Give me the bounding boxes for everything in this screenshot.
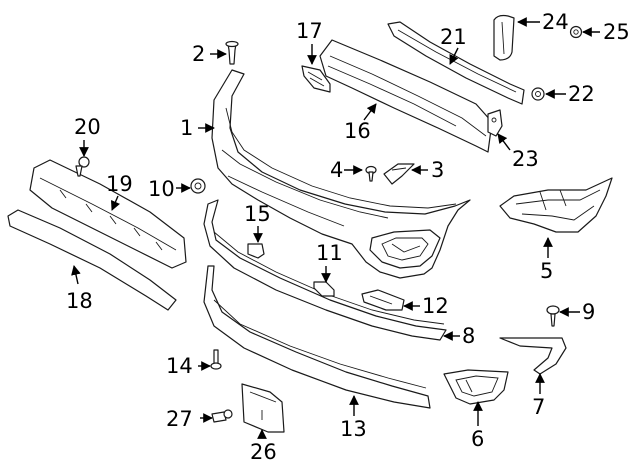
callout-4: 4 — [330, 158, 343, 182]
callout-7: 7 — [532, 395, 545, 419]
trim-molding-part — [499, 337, 567, 375]
bumper-cover-part — [211, 69, 471, 279]
mounting-screw-part — [75, 156, 90, 177]
retainer-pin-part — [210, 349, 222, 370]
nut-part — [190, 178, 206, 194]
callout-10: 10 — [148, 177, 175, 201]
callout-24: 24 — [542, 10, 569, 34]
license-plate-bracket-part — [241, 383, 285, 433]
lower-absorber-strip-part — [7, 209, 177, 311]
callout-22: 22 — [568, 82, 595, 106]
callout-20: 20 — [74, 115, 101, 139]
side-bracket-part — [499, 177, 613, 233]
callout-12: 12 — [422, 294, 449, 318]
energy-absorber-part — [29, 159, 187, 269]
callout-15: 15 — [244, 202, 271, 226]
screw-part — [365, 165, 377, 182]
callout-21: 21 — [440, 25, 467, 49]
callout-11: 11 — [316, 241, 343, 265]
clip-nut-part — [531, 87, 545, 101]
push-pin-fastener-part — [225, 40, 239, 65]
callout-17: 17 — [296, 19, 323, 43]
callout-26: 26 — [250, 440, 277, 464]
grille-part — [319, 39, 493, 153]
side-marker-lamp-part — [493, 14, 515, 61]
callout-16: 16 — [344, 119, 371, 143]
callout-9: 9 — [582, 300, 595, 324]
callout-18: 18 — [66, 289, 93, 313]
callout-1: 1 — [180, 116, 193, 140]
retainer-clip-part — [247, 243, 265, 259]
small-bracket-part — [383, 163, 415, 185]
callout-14: 14 — [166, 354, 193, 378]
callout-23: 23 — [512, 147, 539, 171]
hex-nut-part — [569, 25, 583, 39]
callout-6: 6 — [471, 427, 484, 451]
callout-8: 8 — [462, 324, 475, 348]
bolt-part — [546, 305, 560, 327]
callout-labels: 1 2 3 4 5 6 7 8 9 10 11 12 13 14 15 16 1… — [66, 10, 630, 464]
callout-5: 5 — [540, 259, 553, 283]
callout-3: 3 — [431, 158, 444, 182]
leader-lines — [71, 17, 600, 439]
callout-27: 27 — [166, 407, 193, 431]
valance-bracket-part — [361, 289, 405, 311]
callout-19: 19 — [106, 172, 133, 196]
mounting-bracket-part — [487, 109, 503, 137]
air-deflector-part — [203, 265, 431, 409]
callout-25: 25 — [603, 20, 630, 44]
fog-lamp-bezel-part — [443, 369, 509, 405]
plate-screw-part — [211, 409, 233, 423]
callout-13: 13 — [340, 417, 367, 441]
callout-2: 2 — [192, 42, 205, 66]
grille-bracket-part — [301, 65, 331, 93]
